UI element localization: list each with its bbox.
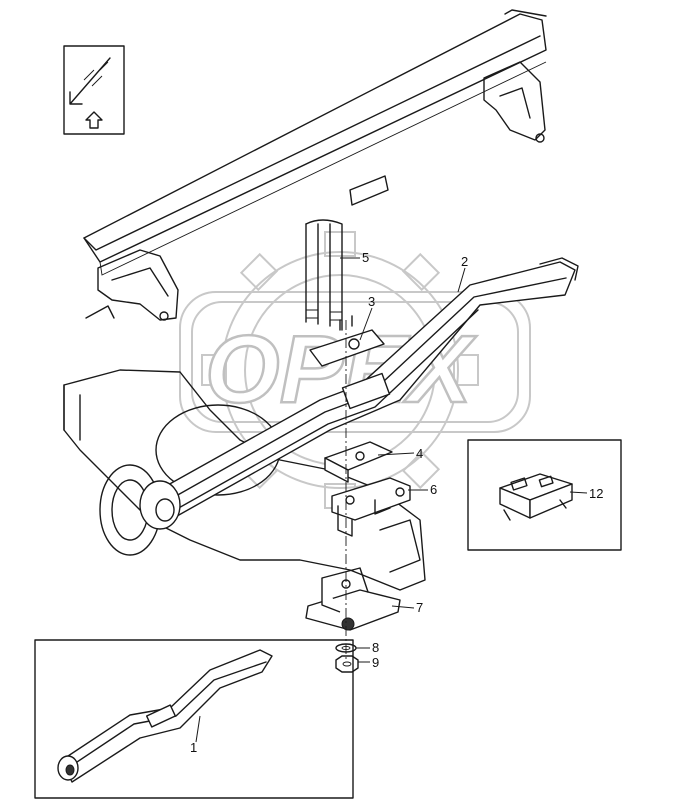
u-bolt (305, 219, 343, 331)
front-spring-hanger (85, 249, 179, 321)
callout-2: 2 (461, 254, 468, 269)
leader-lines (195, 257, 588, 743)
detail-inset-spring-seat (467, 439, 622, 551)
callout-4: 4 (416, 446, 423, 461)
callout-5: 5 (362, 250, 369, 265)
clamp-plate (309, 315, 385, 367)
callout-12: 12 (589, 486, 603, 501)
lower-clamp-plate (305, 567, 401, 631)
spring-seat-bracket (331, 477, 411, 537)
leaf-spring (139, 257, 579, 530)
callout-1: 1 (190, 740, 197, 755)
nut (335, 655, 359, 673)
callout-3: 3 (368, 294, 375, 309)
callout-8: 8 (372, 640, 379, 655)
front-direction-arrow-icon (63, 45, 125, 135)
rear-spring-hanger (483, 61, 546, 143)
callout-6: 6 (430, 482, 437, 497)
detail-inset-leaf-spring (34, 639, 354, 799)
callout-7: 7 (416, 600, 423, 615)
chassis-frame-rail (83, 9, 547, 276)
callout-9: 9 (372, 655, 379, 670)
spring-seat-pad (324, 441, 393, 483)
